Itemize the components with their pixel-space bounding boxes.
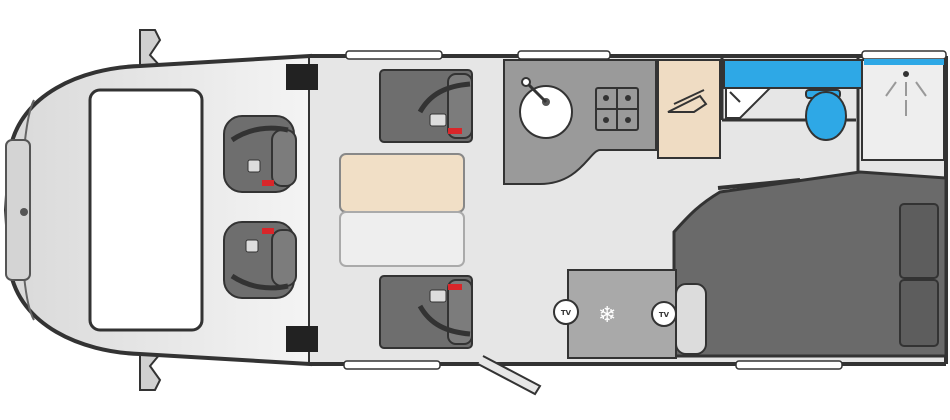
right-mirror xyxy=(139,353,163,391)
window-icon xyxy=(343,50,947,370)
pillar-bottom xyxy=(286,326,318,352)
door-icon[interactable] xyxy=(477,355,542,396)
dashboard xyxy=(88,88,204,332)
toilet-icon[interactable] xyxy=(805,89,847,141)
storage-module xyxy=(675,283,707,355)
hob-icon[interactable] xyxy=(595,87,639,131)
rear-bed[interactable] xyxy=(672,170,948,358)
left-mirror xyxy=(139,29,163,67)
tv-label-left: TV xyxy=(561,309,572,317)
tv-label-right: TV xyxy=(659,311,670,319)
cab-seat-right[interactable] xyxy=(223,221,297,299)
cab-seat-left[interactable] xyxy=(223,115,297,193)
wardrobe-hanger-icon[interactable] xyxy=(657,59,721,159)
dining-table[interactable] xyxy=(339,153,465,267)
lounge-seat-top[interactable] xyxy=(379,69,473,143)
tv-icon-secondary[interactable]: TV xyxy=(651,301,677,327)
pillar-top xyxy=(286,64,318,90)
lounge-seat-bottom[interactable] xyxy=(379,275,473,349)
sink-icon[interactable] xyxy=(519,77,573,139)
tv-icon[interactable]: TV xyxy=(553,299,579,325)
shower-icon[interactable] xyxy=(861,59,945,161)
fridge-symbol: ❄ xyxy=(598,303,616,328)
